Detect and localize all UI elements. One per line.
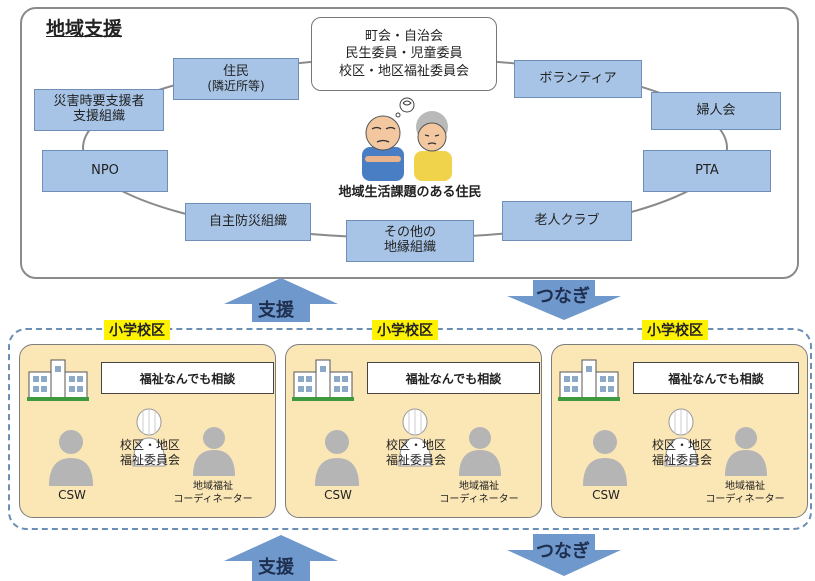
coordinator-label: 地域福祉 コーディネーター xyxy=(158,480,268,506)
csw-label: CSW xyxy=(58,488,86,502)
panel-title: 地域支援 xyxy=(46,18,123,40)
node-volunteer: ボランティア xyxy=(514,60,642,98)
person-silhouette-icon xyxy=(725,427,767,476)
support-arrow-up xyxy=(224,278,338,322)
node-other-line: 地縁組織 xyxy=(383,240,436,255)
center-caption: 地域生活課題のある住民 xyxy=(338,185,482,200)
node-residents-label: 住民 xyxy=(222,63,249,79)
node-residents: 住民 (隣近所等) xyxy=(173,58,299,100)
center-group-line: 町会・自治会 xyxy=(364,28,443,44)
school-building-icon xyxy=(292,359,354,401)
person-silhouette-icon xyxy=(583,430,627,486)
committee-line: 校区・地区 xyxy=(651,438,712,452)
node-residents-sub: (隣近所等) xyxy=(207,78,265,93)
connect-label-bottom: つなぎ xyxy=(536,541,590,562)
committee-line: 校区・地区 xyxy=(119,438,180,452)
school-building-icon xyxy=(558,359,620,401)
node-disaster-prevention: 自主防災組織 xyxy=(185,203,311,241)
coordinator-line: 地域福祉 xyxy=(459,481,499,492)
node-other-groups: その他の 地縁組織 xyxy=(346,220,474,262)
center-group-box: 町会・自治会 民生委員・児童委員 校区・地区福祉委員会 xyxy=(311,17,497,91)
committee-label: 校区・地区 福祉委員会 xyxy=(108,438,192,468)
node-disaster-support: 災害時要支援者 支援組織 xyxy=(34,89,164,131)
connect-arrow-down xyxy=(507,280,621,320)
connect-arrow-down-bottom xyxy=(507,534,621,576)
support-arrow-up-bottom xyxy=(224,535,338,581)
committee-line: 福祉委員会 xyxy=(385,453,446,467)
node-womens-association: 婦人会 xyxy=(651,92,781,130)
coordinator-label: 地域福祉 コーディネーター xyxy=(424,480,534,506)
center-group-line: 民生委員・児童委員 xyxy=(345,46,463,62)
node-elderly-club: 老人クラブ xyxy=(502,201,632,241)
elderly-residents-illustration xyxy=(362,97,452,181)
committee-line: 校区・地区 xyxy=(385,438,446,452)
school-district-tag: 小学校区 xyxy=(372,320,438,340)
node-pta: PTA xyxy=(643,150,771,192)
support-label: 支援 xyxy=(258,300,294,321)
person-silhouette-icon xyxy=(315,430,359,486)
committee-line: 福祉委員会 xyxy=(651,453,712,467)
welfare-consultation-box: 福祉なんでも相談 xyxy=(367,362,540,394)
csw-label: CSW xyxy=(592,488,620,502)
person-silhouette-icon xyxy=(132,408,166,467)
committee-line: 福祉委員会 xyxy=(119,453,180,467)
connect-label: つなぎ xyxy=(536,286,590,307)
coordinator-line: 地域福祉 xyxy=(193,481,233,492)
coordinator-line: コーディネーター xyxy=(173,494,253,505)
coordinator-line: 地域福祉 xyxy=(725,481,765,492)
node-other-line: その他の xyxy=(383,225,436,241)
person-silhouette-icon xyxy=(459,427,501,476)
support-label-bottom: 支援 xyxy=(258,557,294,578)
coordinator-line: コーディネーター xyxy=(705,494,785,505)
node-disaster-line: 支援組織 xyxy=(72,109,125,124)
person-silhouette-icon xyxy=(49,430,93,486)
committee-label: 校区・地区 福祉委員会 xyxy=(640,438,724,468)
school-district-tag: 小学校区 xyxy=(642,320,708,340)
welfare-consultation-box: 福祉なんでも相談 xyxy=(101,362,274,394)
school-building-icon xyxy=(27,359,89,401)
coordinator-label: 地域福祉 コーディネーター xyxy=(690,480,800,506)
csw-label: CSW xyxy=(324,488,352,502)
center-group-line: 校区・地区福祉委員会 xyxy=(338,63,469,79)
person-silhouette-icon xyxy=(664,408,698,467)
node-npo: NPO xyxy=(42,150,168,192)
welfare-consultation-box: 福祉なんでも相談 xyxy=(633,362,799,394)
school-district-tag: 小学校区 xyxy=(104,320,170,340)
person-silhouette-icon xyxy=(193,427,235,476)
coordinator-line: コーディネーター xyxy=(439,494,519,505)
node-disaster-line: 災害時要支援者 xyxy=(53,94,145,110)
committee-label: 校区・地区 福祉委員会 xyxy=(374,438,458,468)
person-silhouette-icon xyxy=(398,408,432,467)
